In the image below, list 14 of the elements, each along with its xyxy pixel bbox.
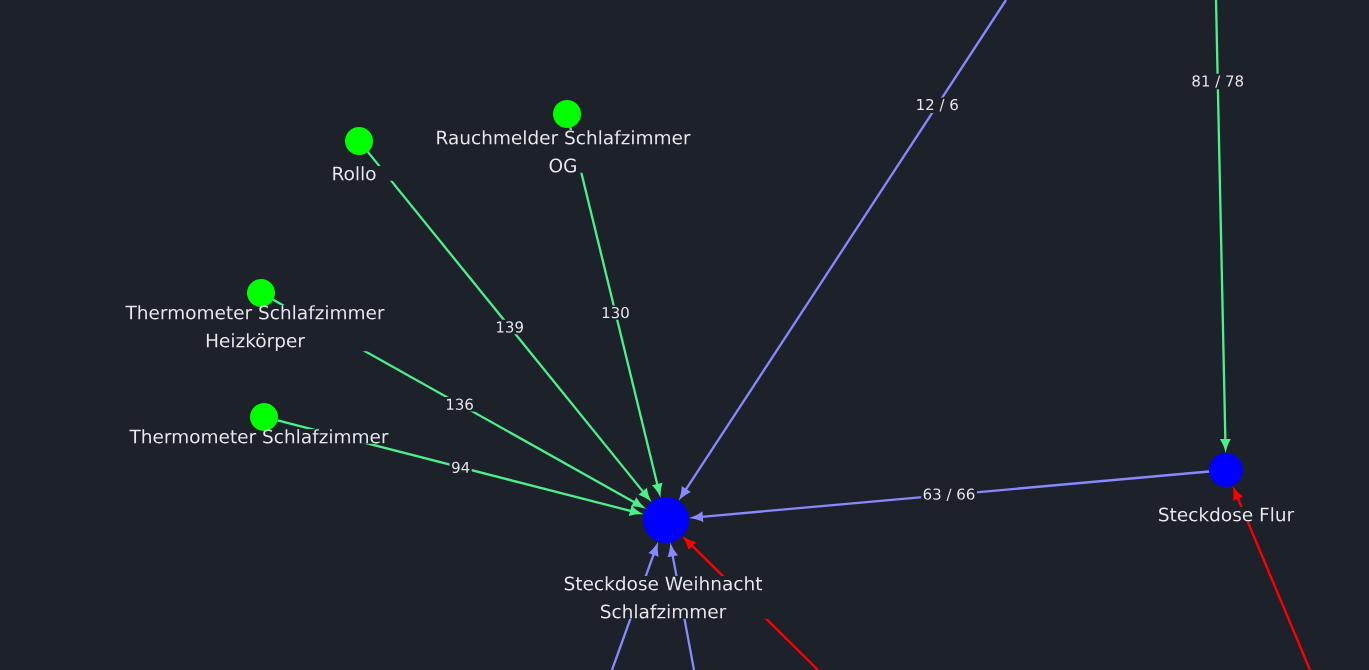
edge-label: 12 / 6 bbox=[914, 97, 961, 113]
node-label: Steckdose Weihnacht Schlafzimmer bbox=[564, 576, 763, 619]
node-label: Steckdose Flur bbox=[1159, 507, 1295, 522]
node-label: Rollo bbox=[333, 166, 376, 181]
arrow bbox=[668, 545, 696, 670]
arrow bbox=[684, 538, 819, 670]
node-label: Thermometer Schlafzimmer Heizkörper bbox=[125, 305, 385, 352]
arrow bbox=[1233, 488, 1312, 670]
edge-label: 94 bbox=[449, 460, 472, 475]
arrow bbox=[679, 0, 1007, 499]
edge-label: 136 bbox=[443, 397, 476, 412]
node-label: Thermometer Schlafzimmer bbox=[129, 429, 389, 444]
arrow bbox=[692, 470, 1210, 522]
arrow bbox=[610, 544, 659, 670]
